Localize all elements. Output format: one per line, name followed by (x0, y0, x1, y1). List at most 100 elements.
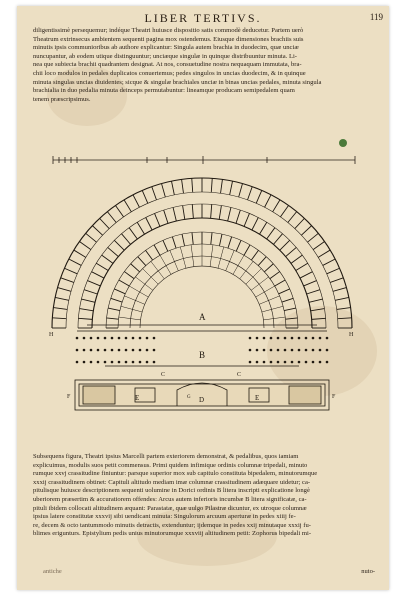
seating-divider (55, 297, 69, 301)
column-dot (283, 360, 287, 364)
text-line: minutis ipsis communioribus ab authore e… (33, 44, 299, 52)
seating-divider (299, 271, 313, 279)
column-dot (255, 348, 259, 352)
seating-divider (162, 240, 169, 252)
seating-divider (135, 276, 153, 291)
seating-divider (124, 271, 135, 279)
seating-divider (272, 199, 281, 213)
text-line: chii loco modulos in pedales duplicatos … (33, 69, 306, 77)
seating-divider (151, 186, 157, 201)
column-dot (89, 348, 93, 352)
column-dot (311, 360, 315, 364)
seating-divider (257, 256, 267, 266)
seating-divider (251, 276, 269, 291)
seating-divider (191, 204, 194, 219)
seating-divider (124, 295, 145, 305)
column-dot (248, 348, 252, 352)
seating-divider (220, 179, 223, 194)
seating-divider (287, 211, 298, 223)
seating-divider (92, 225, 103, 236)
column-dot (304, 336, 308, 340)
seating-divider (251, 250, 259, 261)
seating-divider (121, 233, 131, 245)
seating-divider (308, 298, 323, 303)
column-dot (325, 360, 329, 364)
text-line: Theatrum extrinsecus ambientem sequenti … (33, 35, 304, 43)
seating-divider (219, 234, 223, 246)
column-dot (138, 360, 142, 364)
seating-divider (115, 205, 124, 218)
seating-divider (329, 277, 344, 283)
seating-divider (161, 183, 166, 198)
seating-divider (141, 190, 149, 204)
seating-divider (96, 262, 109, 271)
seating-divider (238, 183, 243, 198)
seating-divider (280, 205, 289, 218)
catchword: nuto- (361, 568, 375, 575)
seating-divider (79, 241, 92, 250)
text-line: re, decem & octo tantummodo minutis detr… (33, 521, 311, 529)
signature-mark: antiche (43, 568, 62, 575)
seating-divider (284, 307, 296, 311)
seating-divider (85, 232, 97, 243)
seating-divider (153, 244, 161, 256)
seating-divider (243, 244, 251, 256)
seating-divider (264, 194, 272, 208)
column-dot (82, 360, 86, 364)
seating-divider (285, 247, 297, 257)
column-dot (110, 348, 114, 352)
seating-divider (310, 308, 325, 312)
seating-divider (128, 227, 138, 240)
seating-divider (181, 234, 185, 246)
seating-divider (169, 250, 179, 271)
column-dot (117, 360, 121, 364)
column-dot (75, 348, 79, 352)
column-dot (152, 360, 156, 364)
seating-divider (106, 317, 119, 320)
seating-divider (210, 204, 213, 219)
seating-divider (263, 316, 286, 321)
column-dot (276, 336, 280, 340)
seating-divider (91, 271, 105, 279)
seating-divider (106, 211, 117, 223)
seating-divider (107, 247, 119, 257)
column-dot (117, 336, 121, 340)
text-line: tenem præscripsimus. (33, 95, 91, 103)
column-dot (269, 348, 273, 352)
seating-divider (172, 207, 177, 222)
seating-divider (60, 277, 75, 283)
seating-divider (182, 205, 186, 220)
seating-divider (57, 287, 72, 292)
seating-divider (120, 306, 143, 313)
seating-divider (136, 222, 145, 235)
plan-label-h-right: H (349, 332, 354, 338)
seating-divider (307, 232, 319, 243)
column-dot (248, 336, 252, 340)
seating-divider (171, 236, 177, 249)
seating-divider (232, 255, 245, 275)
seating-divider (159, 255, 172, 275)
column-dot (297, 360, 301, 364)
column-dot (103, 336, 107, 340)
column-dot (89, 360, 93, 364)
seating-divider (311, 317, 326, 320)
column-dot (269, 360, 273, 364)
plan-label-e-left: E (135, 394, 139, 402)
lower-text-block: Subsequens figura, Theatri ipsius Marcel… (33, 453, 373, 539)
seating-divider (303, 280, 317, 287)
seating-divider (243, 213, 250, 227)
column-dot (297, 336, 301, 340)
seating-divider (217, 246, 224, 269)
text-line: explicuimus, modulis suos petit commensu… (33, 461, 308, 469)
text-line: Subsequens figura, Theatri ipsius Marcel… (33, 453, 299, 460)
column-dot (145, 360, 149, 364)
seating-divider (312, 241, 325, 250)
seating-divider (322, 258, 336, 266)
seating-divider (99, 218, 110, 229)
text-line: uberiorem præsertim & accuratiorem offen… (33, 495, 307, 503)
seating-divider (278, 288, 290, 295)
plan-label-d: D (199, 396, 204, 404)
column-dot (145, 336, 149, 340)
seating-divider (227, 236, 233, 249)
seating-divider (130, 263, 140, 273)
